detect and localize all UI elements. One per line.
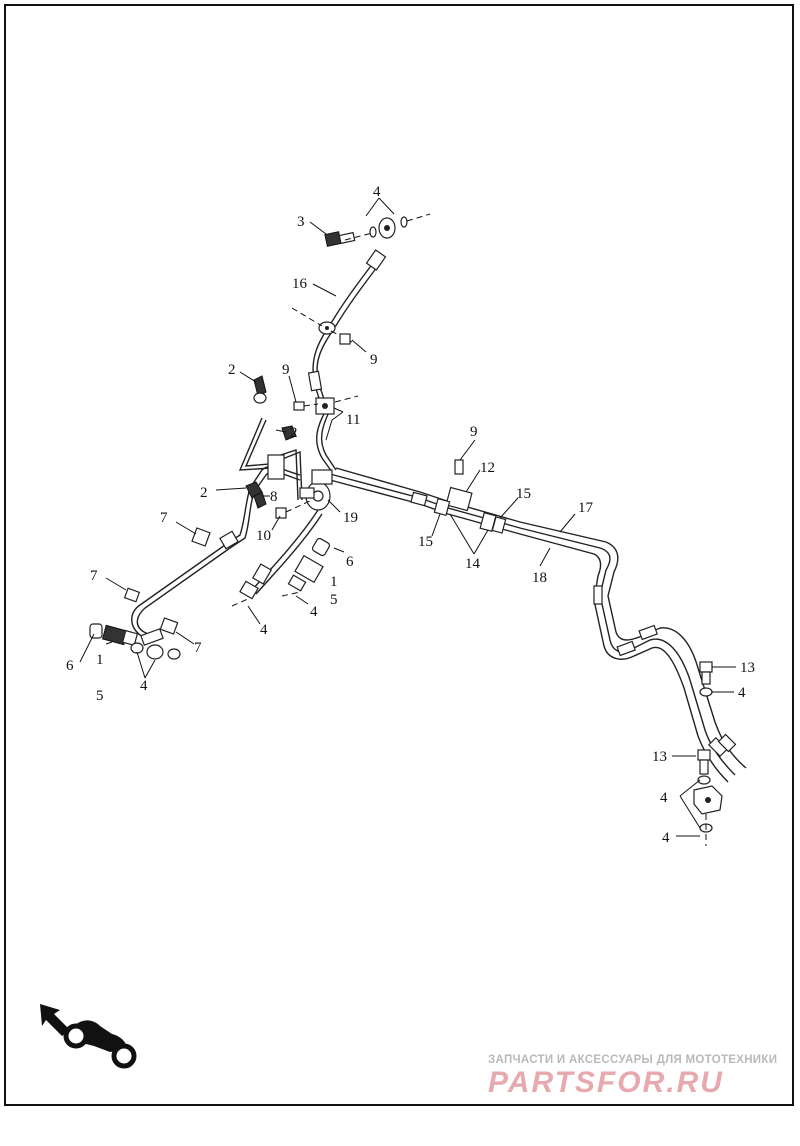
hose-fitting-16-upper: [365, 249, 387, 271]
clip-7-left-a: [191, 527, 211, 547]
watermark-tagline: ЗАПЧАСТИ И АКСЕССУАРЫ ДЛЯ МОТОТЕХНИКИ: [488, 1054, 778, 1066]
switch-assembly-left: [89, 623, 181, 660]
callout-9: 9: [370, 352, 378, 368]
callout-7: 7: [160, 510, 168, 526]
callout-6: 6: [66, 658, 74, 674]
callout-7: 7: [90, 568, 98, 584]
brake-line-main: [329, 467, 747, 783]
washers-top: [369, 216, 408, 239]
callout-4: 4: [660, 790, 668, 806]
callout-7: 7: [194, 640, 202, 656]
callout-17: 17: [578, 500, 594, 516]
screw-9-upper: [339, 333, 351, 345]
callout-14: 14: [465, 556, 481, 572]
callout-2: 2: [228, 362, 236, 378]
washer-4-upper: [699, 687, 713, 697]
junction-main: [311, 469, 333, 485]
callout-8: 8: [270, 489, 278, 505]
callout-9: 9: [282, 362, 290, 378]
callout-3: 3: [297, 214, 305, 230]
clip-2-mid: [281, 425, 297, 441]
callout-18: 18: [532, 570, 547, 586]
callout-4: 4: [260, 622, 268, 638]
front-direction-arrow-icon: [40, 1004, 70, 1036]
callout-15: 15: [418, 534, 433, 550]
clip-7-left-c: [159, 617, 179, 635]
callout-19: 19: [343, 510, 358, 526]
callout-2: 2: [290, 425, 298, 441]
brake-line-11: [316, 411, 337, 473]
junction-block-11: [315, 397, 335, 415]
watermark-logo: PARTSFOR.RU: [488, 1066, 724, 1099]
callout-4: 4: [662, 830, 670, 846]
fitting-center-lower: [239, 563, 273, 600]
clip-2-top: [253, 375, 267, 404]
callout-1: 1: [96, 652, 104, 668]
screw-9-mid: [293, 401, 305, 411]
callout-10: 10: [256, 528, 271, 544]
callout-15: 15: [516, 486, 531, 502]
callout-4: 4: [738, 685, 746, 701]
bolt-13-upper: [699, 661, 713, 685]
bracket-frame: [238, 417, 303, 501]
fittings-14-15: [410, 491, 507, 534]
callout-16: 16: [292, 276, 308, 292]
callout-labels: 4 3 16 9 2 9 2 11 2 8 19 10 7 6 1 5 4 4 …: [66, 184, 755, 846]
switch-assembly-center: [287, 537, 331, 592]
fitting-left-upper: [219, 530, 239, 550]
callout-13: 13: [740, 660, 755, 676]
callout-11: 11: [346, 412, 360, 428]
caliper-block: [693, 775, 723, 833]
bolt-13-lower: [697, 749, 711, 775]
callout-4: 4: [140, 678, 148, 694]
clip-7-left-b: [123, 587, 141, 603]
callout-4: 4: [373, 184, 381, 200]
banjo-bolt-3: [324, 231, 356, 247]
callout-9: 9: [470, 424, 478, 440]
callout-6: 6: [346, 554, 354, 570]
fitting-16-lower: [307, 370, 323, 392]
callout-12: 12: [480, 460, 495, 476]
fitting-19: [299, 481, 331, 511]
motorcycle-icon: [63, 1020, 137, 1069]
callout-1: 1: [330, 574, 338, 590]
callout-2: 2: [200, 485, 208, 501]
callout-4: 4: [310, 604, 318, 620]
fittings-17-18: [593, 585, 737, 758]
callout-5: 5: [96, 688, 104, 704]
clamp-12: [445, 486, 473, 512]
screw-9-right: [454, 459, 464, 475]
diagram-border: [4, 4, 794, 1106]
callout-5: 5: [330, 592, 338, 608]
screw-10: [275, 507, 287, 519]
leader-lines: [79, 197, 736, 837]
callout-13: 13: [652, 749, 667, 765]
